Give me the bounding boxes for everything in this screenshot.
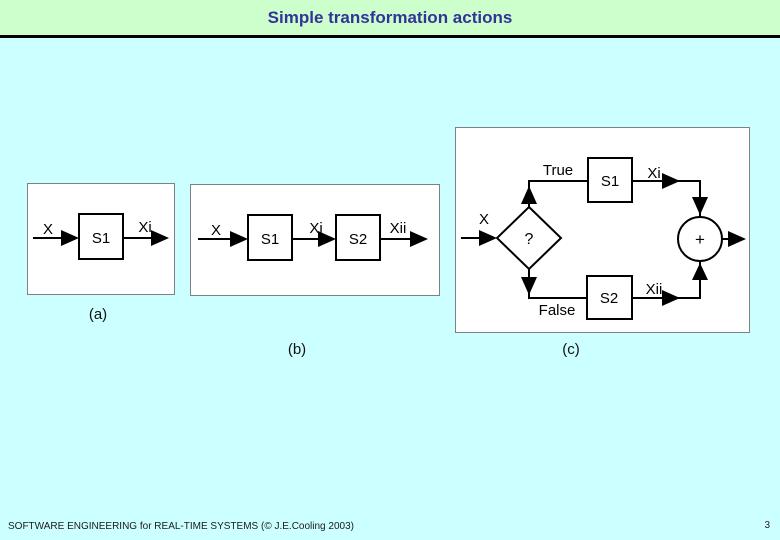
arrowhead-icon: [692, 263, 708, 280]
merge-label: +: [695, 230, 705, 249]
input-arrow: [198, 231, 248, 247]
page-number: 3: [764, 520, 770, 531]
output-arrow: [123, 230, 169, 246]
input-label: X: [211, 222, 221, 239]
arrowhead-icon: [61, 230, 79, 246]
input-label: X: [479, 211, 489, 228]
arrowhead-icon: [318, 231, 336, 247]
slide-header: Simple transformation actions: [0, 0, 780, 35]
arrowhead-icon: [728, 231, 746, 247]
arrowhead-icon: [692, 197, 708, 215]
arrowhead-icon: [662, 290, 680, 306]
s2-output-label: Xii: [646, 281, 663, 298]
arrowhead-icon: [662, 173, 680, 189]
input-arrow: [461, 230, 497, 246]
page-title: Simple transformation actions: [267, 8, 513, 27]
output-label: Xi: [138, 219, 151, 236]
arrowhead-icon: [151, 230, 169, 246]
process-block-s1: [247, 214, 293, 261]
process-block-s1-label: S1: [92, 230, 110, 247]
s1-output-arrow: [632, 173, 708, 217]
true-branch-arrow: [521, 180, 588, 207]
arrowhead-icon: [521, 186, 537, 204]
s1-output-label: Xi: [647, 165, 660, 182]
diagram-b-caption: (b): [287, 341, 307, 358]
diagram-a-caption: (a): [88, 306, 108, 323]
input-label: X: [43, 221, 53, 238]
header-divider: [0, 35, 780, 38]
arrowhead-icon: [479, 230, 497, 246]
diagram-a-panel: X S1 Xi: [27, 183, 175, 295]
diagram-c-caption: (c): [562, 341, 580, 358]
decision-label: ?: [525, 231, 534, 248]
footer-text: SOFTWARE ENGINEERING for REAL-TIME SYSTE…: [8, 521, 354, 532]
final-output-arrow: [722, 231, 746, 247]
process-block-s1-label: S1: [261, 231, 279, 248]
process-block-s2-label: S2: [349, 231, 367, 248]
arrowhead-icon: [521, 277, 537, 295]
false-branch-arrow: [521, 269, 587, 299]
process-block-s2: [586, 275, 633, 320]
arrowhead-icon: [230, 231, 248, 247]
diagram-c-panel: X ? True S1 Xi False S2: [455, 127, 750, 333]
process-block-s2: [335, 214, 381, 261]
output-arrow: [380, 231, 428, 247]
true-branch-label: True: [543, 162, 573, 179]
process-block-s1-label: S1: [601, 173, 619, 190]
diagram-b-panel: X S1 Xi S2 Xii: [190, 184, 440, 296]
process-block-s2-label: S2: [600, 290, 618, 307]
arrowhead-icon: [410, 231, 428, 247]
s2-output-arrow: [632, 262, 708, 306]
intermediate-arrow: [292, 231, 336, 247]
false-branch-label: False: [539, 302, 576, 319]
intermediate-label: Xi: [309, 220, 322, 237]
output-label: Xii: [390, 220, 407, 237]
process-block-s1: [78, 213, 124, 260]
input-arrow: [33, 230, 79, 246]
